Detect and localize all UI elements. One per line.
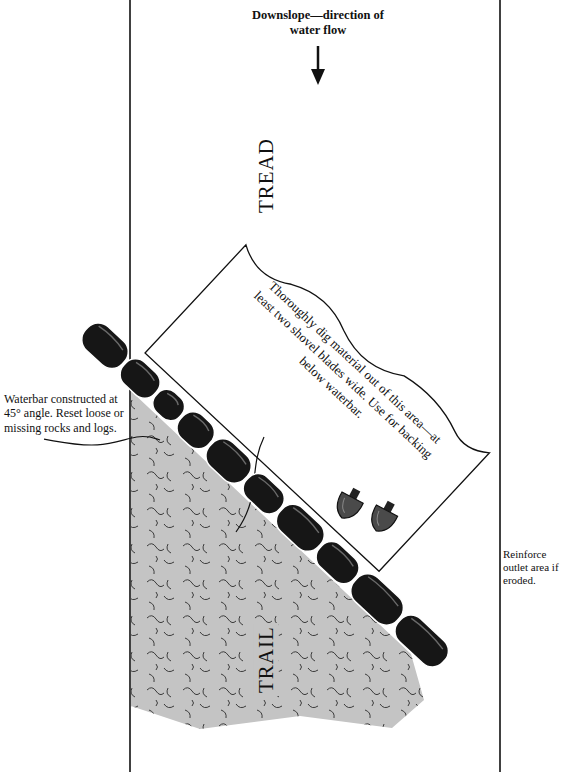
- outlet-note: Reinforce outlet area if eroded.: [503, 548, 560, 588]
- dig-instruction: Thoroughly dig material out of this area…: [209, 229, 495, 503]
- shovel-blade: [331, 484, 367, 524]
- shovel-blade: [366, 497, 402, 537]
- tread-label: TREAD: [253, 136, 278, 217]
- trail-label: TRAIL: [253, 624, 278, 697]
- trail-edge: [499, 0, 501, 772]
- waterbar-note: Waterbar constructed at 45° angle. Reset…: [4, 392, 126, 435]
- dig-area: Thoroughly dig material out of this area…: [145, 229, 495, 572]
- rock: [389, 609, 454, 673]
- leader-line: [44, 436, 160, 445]
- flow-arrowhead: [311, 69, 325, 85]
- flow-arrow: [317, 46, 320, 72]
- flow-direction-label: Downslope—direction of water flow: [248, 8, 388, 38]
